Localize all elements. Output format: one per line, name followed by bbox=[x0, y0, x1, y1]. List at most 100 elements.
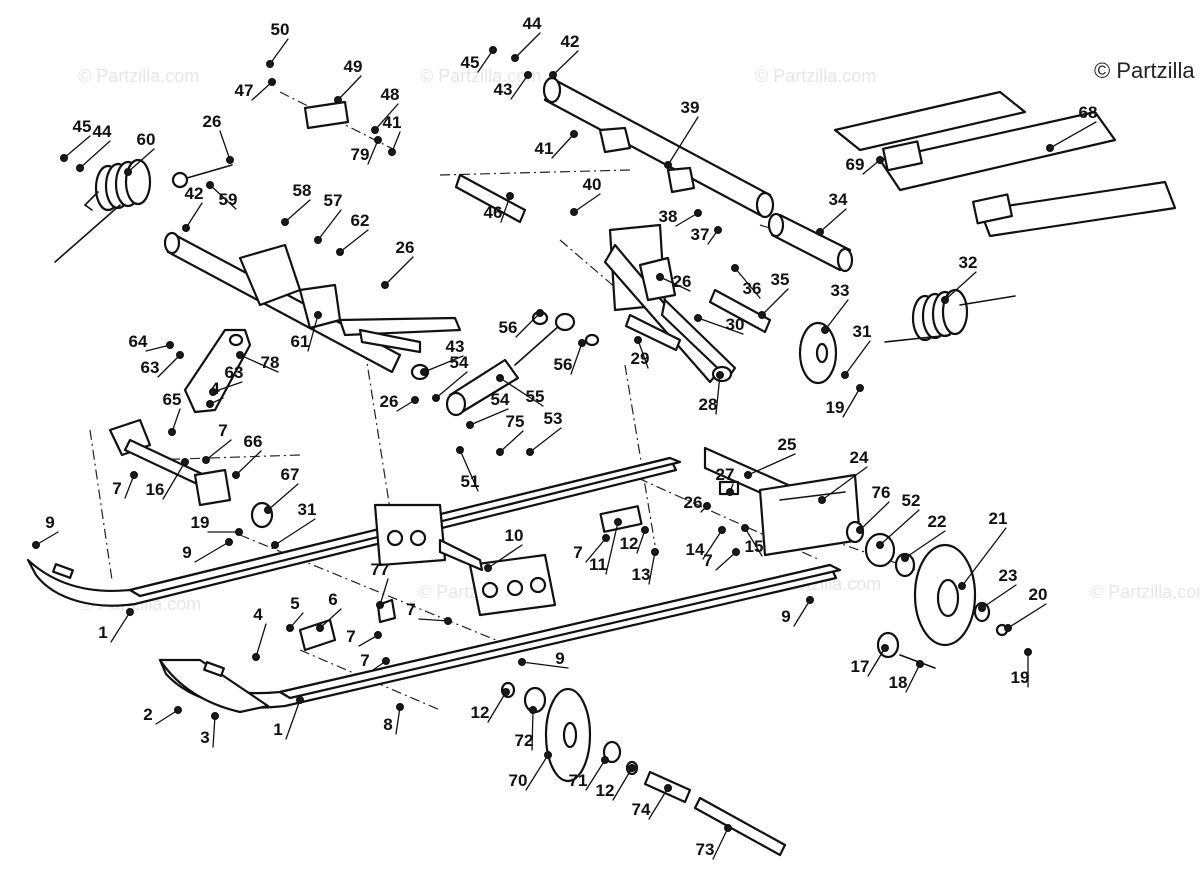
callout-number: 76 bbox=[872, 483, 891, 502]
callout-leader-line bbox=[499, 377, 544, 407]
callout-leader-line bbox=[157, 354, 181, 378]
callout-number: 12 bbox=[471, 703, 490, 722]
callout-71: 71 bbox=[569, 755, 609, 791]
callout-number: 31 bbox=[853, 322, 872, 341]
callout-number: 26 bbox=[684, 493, 703, 512]
callout-leader-line bbox=[145, 344, 171, 352]
callout-part-marker bbox=[495, 447, 504, 456]
callout-leader-line bbox=[637, 339, 649, 369]
callout-9: 9 bbox=[31, 513, 59, 549]
left-slide-rail bbox=[26, 456, 682, 607]
callout-24: 24 bbox=[817, 448, 869, 504]
callout-leader-line bbox=[79, 140, 111, 169]
callout-part-marker bbox=[252, 652, 261, 661]
callout-58: 58 bbox=[280, 181, 311, 227]
callout-number: 66 bbox=[244, 432, 263, 451]
callout-part-marker bbox=[663, 161, 672, 170]
callout-part-marker bbox=[206, 399, 215, 408]
callout-leader-line bbox=[531, 709, 534, 751]
right-slide-rail bbox=[158, 563, 842, 714]
callout-part-marker bbox=[267, 78, 276, 87]
callout-part-marker bbox=[335, 248, 344, 257]
callout-part-marker bbox=[510, 53, 519, 62]
callout-72: 72 bbox=[515, 705, 537, 751]
callout-part-marker bbox=[443, 616, 452, 625]
callout-number: 23 bbox=[999, 566, 1018, 585]
callout-number: 21 bbox=[989, 509, 1008, 528]
callout-56: 56 bbox=[499, 308, 544, 338]
callout-61: 61 bbox=[291, 310, 322, 352]
callout-part-marker bbox=[535, 308, 544, 317]
callout-leader-line bbox=[185, 202, 203, 229]
callout-leader-line bbox=[529, 427, 562, 453]
callout-1: 1 bbox=[273, 695, 304, 740]
callout-15: 15 bbox=[740, 523, 763, 557]
callout-34: 34 bbox=[815, 190, 848, 237]
callout-39: 39 bbox=[663, 98, 699, 170]
callout-leader-line bbox=[374, 103, 399, 131]
callout-number: 19 bbox=[191, 513, 210, 532]
callout-part-marker bbox=[740, 523, 749, 532]
callout-number: 30 bbox=[726, 315, 745, 334]
callout-leader-line bbox=[675, 212, 699, 227]
callout-part-marker bbox=[1024, 647, 1033, 656]
callout-number: 32 bbox=[959, 253, 978, 272]
callout-leader-line bbox=[585, 537, 607, 563]
callout-part-marker bbox=[1046, 144, 1055, 153]
callout-number: 78 bbox=[261, 353, 280, 372]
callout-part-marker bbox=[270, 540, 279, 549]
callout-number: 54 bbox=[450, 353, 469, 372]
callout-number: 4 bbox=[253, 605, 263, 624]
callout-leader-line bbox=[251, 81, 273, 101]
callout-29: 29 bbox=[631, 335, 650, 369]
callout-part-marker bbox=[663, 783, 672, 792]
callout-leader-line bbox=[274, 518, 316, 546]
callout-23: 23 bbox=[977, 566, 1018, 612]
callout-part-marker bbox=[236, 350, 245, 359]
callout-number: 45 bbox=[73, 117, 92, 136]
track-clip-section bbox=[833, 90, 1177, 238]
callout-part-marker bbox=[488, 45, 497, 54]
callout-number: 16 bbox=[146, 480, 165, 499]
callout-part-marker bbox=[915, 659, 924, 668]
callout-70: 70 bbox=[509, 750, 552, 791]
callout-part-marker bbox=[757, 310, 766, 319]
callout-63: 63 bbox=[141, 350, 185, 378]
callout-number: 26 bbox=[203, 112, 222, 131]
callout-leader-line bbox=[659, 276, 691, 292]
callout-31: 31 bbox=[270, 500, 316, 549]
copyright-notice: © Partzilla bbox=[1094, 58, 1195, 83]
callout-leader-line bbox=[124, 474, 135, 499]
callout-4: 4 bbox=[206, 379, 224, 408]
callout-37: 37 bbox=[691, 225, 722, 245]
callout-number: 69 bbox=[846, 155, 865, 174]
callout-leader-line bbox=[525, 754, 549, 791]
callout-part-marker bbox=[655, 272, 664, 281]
callout-45: 45 bbox=[461, 45, 497, 73]
callout-41: 41 bbox=[383, 113, 401, 157]
callout-part-marker bbox=[375, 600, 384, 609]
callout-number: 41 bbox=[535, 139, 554, 158]
callout-leader-line bbox=[648, 551, 656, 585]
callout-part-marker bbox=[900, 553, 909, 562]
callout-leader-line bbox=[667, 116, 699, 166]
callout-part-marker bbox=[817, 495, 826, 504]
callout-number: 33 bbox=[831, 281, 850, 300]
callout-7: 7 bbox=[573, 533, 610, 563]
callout-leader-line bbox=[379, 578, 389, 606]
callout-part-marker bbox=[633, 335, 642, 344]
callout-number: 44 bbox=[523, 14, 542, 33]
callout-number: 29 bbox=[631, 349, 650, 368]
callout-number: 72 bbox=[515, 731, 534, 750]
callout-7: 7 bbox=[406, 600, 452, 625]
callout-number: 1 bbox=[273, 720, 282, 739]
callout-22: 22 bbox=[900, 512, 946, 562]
callout-number: 19 bbox=[1011, 668, 1030, 687]
callout-leader-line bbox=[469, 408, 509, 426]
callout-number: 19 bbox=[826, 398, 845, 417]
callout-part-marker bbox=[600, 755, 609, 764]
decal-plate bbox=[303, 100, 350, 130]
callout-number: 51 bbox=[461, 472, 480, 491]
callout-number: 56 bbox=[499, 318, 518, 337]
